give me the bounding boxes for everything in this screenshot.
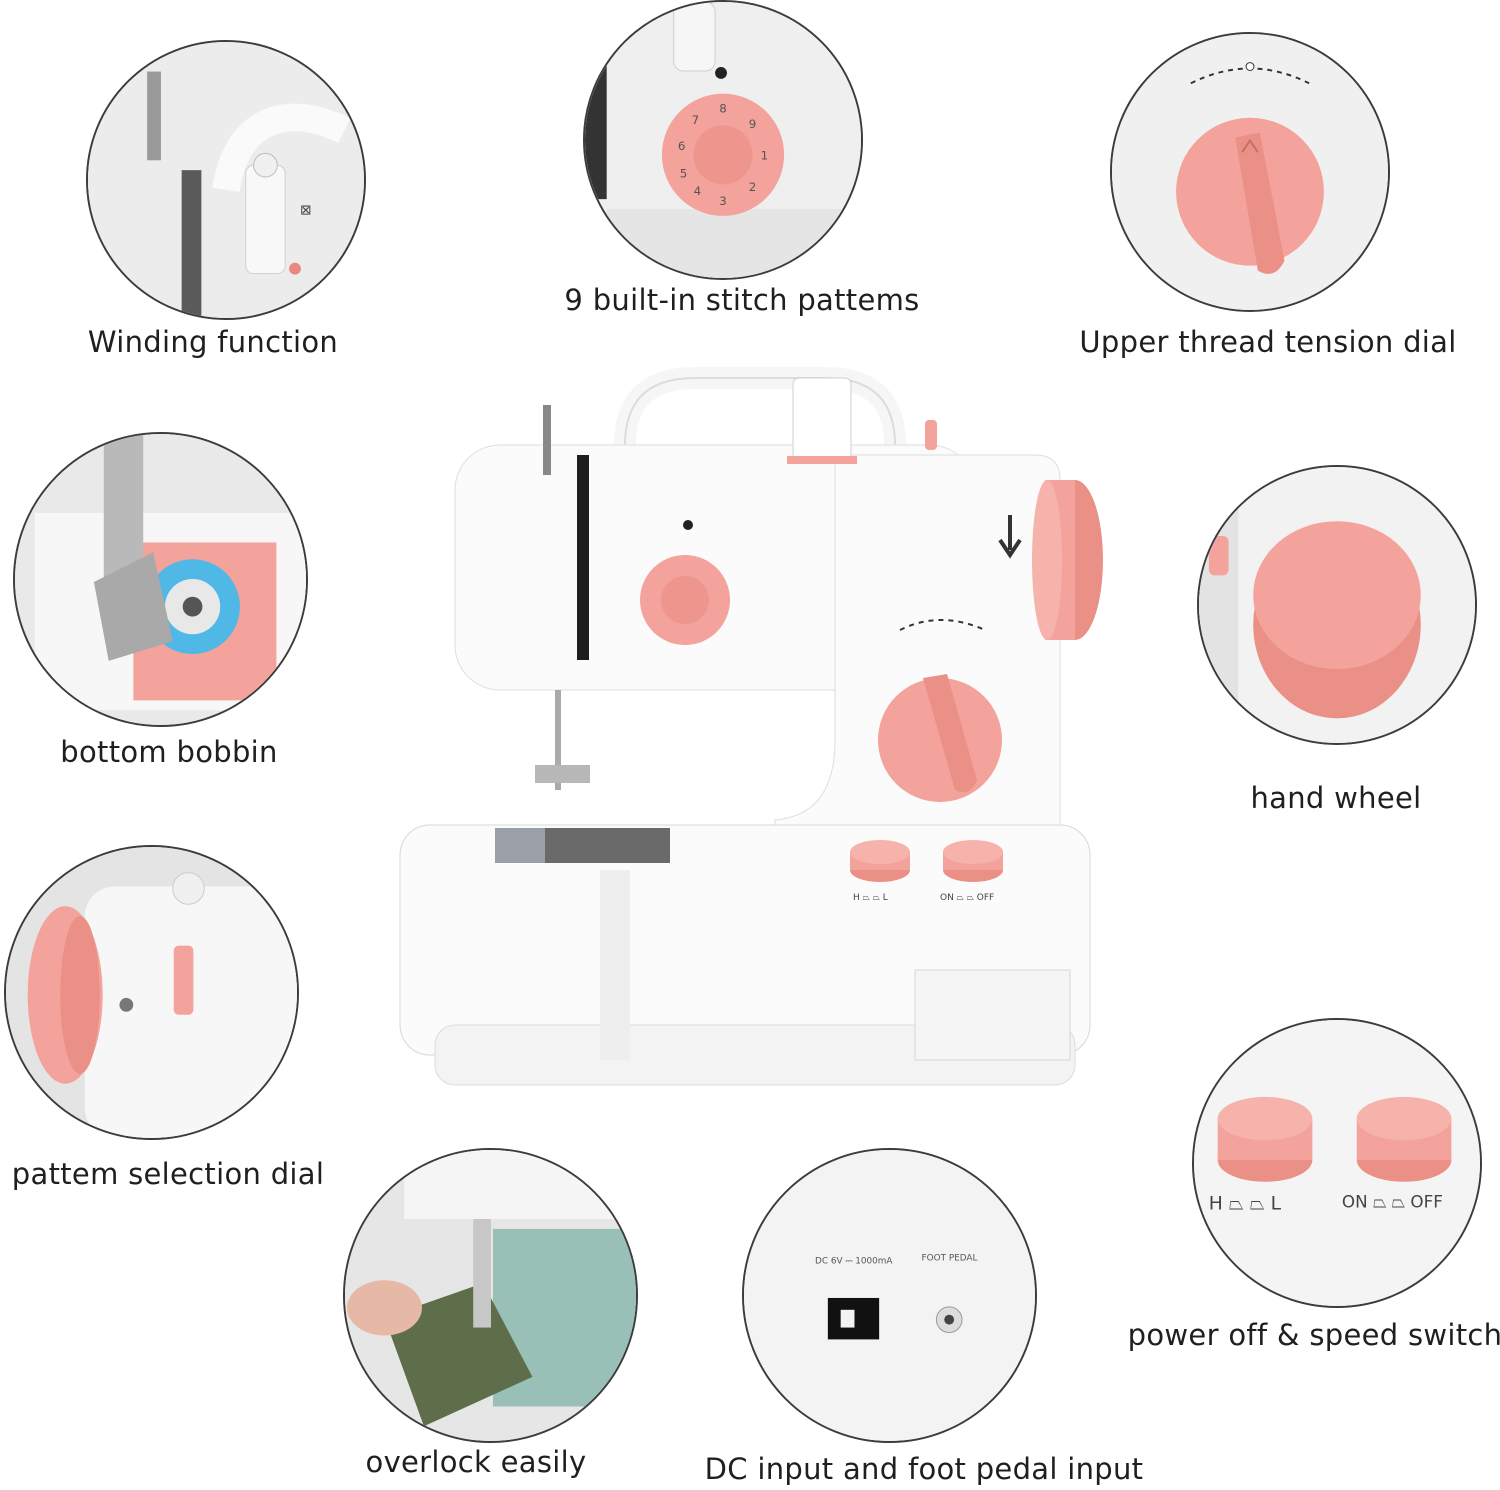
- svg-text:⊠: ⊠: [300, 203, 312, 219]
- detail-bobbin-circle: [13, 432, 308, 727]
- svg-text:7: 7: [692, 113, 700, 127]
- dc-input-closeup-image: DC 6V ⎓ 1000mA FOOT PEDAL: [744, 1150, 1035, 1441]
- svg-text:5: 5: [680, 166, 688, 180]
- svg-text:9: 9: [749, 117, 757, 131]
- detail-power-switch-circle: H ⏢ ⏢ L ON ⏢ ⏢ OFF: [1192, 1018, 1482, 1308]
- tension-label: Upper thread tension dial: [1079, 325, 1457, 359]
- winding-closeup-image: ⊠: [88, 42, 364, 318]
- detail-hand-wheel-circle: [1197, 465, 1477, 745]
- pattern-dial-closeup-image: [6, 847, 297, 1138]
- winding-label: Winding function: [87, 325, 339, 359]
- dc-rating-text: DC 6V ⎓ 1000mA: [815, 1256, 892, 1266]
- svg-text:8: 8: [719, 101, 727, 115]
- machine-power-text: ON ⏢ ⏢ OFF: [940, 893, 994, 903]
- machine-speed-switch-text: H ⏢ ⏢ L: [853, 893, 888, 903]
- stitch-dial-closeup-image: 8 9 1 2 3 4 5 67: [585, 2, 861, 278]
- tension-dial-closeup-image: [1112, 34, 1388, 310]
- pattern-dial-label: pattem selection dial: [11, 1157, 325, 1191]
- overlock-closeup-image: [345, 1150, 636, 1441]
- svg-text:6: 6: [678, 139, 686, 153]
- detail-pattern-dial-circle: [4, 845, 299, 1140]
- svg-text:1: 1: [761, 149, 769, 163]
- bobbin-closeup-image: [15, 434, 306, 725]
- detail-dc-input-circle: DC 6V ⎓ 1000mA FOOT PEDAL: [742, 1148, 1037, 1443]
- stitch-label: 9 built-in stitch pattems: [564, 283, 920, 317]
- overlock-label: overlock easily: [365, 1445, 587, 1479]
- sewing-machine-image: H ⏢ ⏢ L ON ⏢ ⏢ OFF: [395, 360, 1105, 1100]
- detail-overlock-circle: [343, 1148, 638, 1443]
- detail-tension-circle: [1110, 32, 1390, 312]
- detail-winding-circle: ⊠: [86, 40, 366, 320]
- hand-wheel-label: hand wheel: [1250, 781, 1422, 815]
- power-switch-label: power off & speed switch: [1127, 1318, 1500, 1352]
- svg-text:2: 2: [749, 180, 757, 194]
- svg-text:4: 4: [694, 184, 702, 198]
- hand-wheel-closeup-image: [1199, 467, 1475, 743]
- dc-input-label: DC input and foot pedal input: [704, 1452, 1144, 1486]
- power-text: ON ⏢ ⏢ OFF: [1342, 1191, 1443, 1211]
- bobbin-label: bottom bobbin: [60, 735, 278, 769]
- power-switch-closeup-image: H ⏢ ⏢ L ON ⏢ ⏢ OFF: [1194, 1020, 1480, 1306]
- speed-switch-text: H ⏢ ⏢ L: [1209, 1193, 1282, 1214]
- svg-text:3: 3: [719, 194, 727, 208]
- foot-pedal-text: FOOT PEDAL: [922, 1253, 978, 1263]
